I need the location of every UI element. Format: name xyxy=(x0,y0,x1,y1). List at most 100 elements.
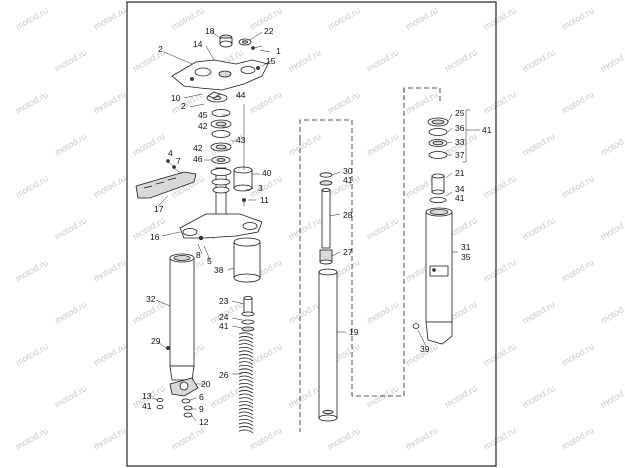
fork-spring xyxy=(238,332,254,434)
callout-33: 33 xyxy=(455,137,465,147)
spring-coil xyxy=(238,346,254,351)
callout-1: 1 xyxy=(276,46,281,56)
callout-2-mid: 2 xyxy=(181,101,186,111)
watermark-text: motod.ru xyxy=(248,89,284,115)
callout-44: 44 xyxy=(236,90,246,100)
watermark-text: motod.ru xyxy=(599,47,625,73)
watermark-text: motod.ru xyxy=(521,131,557,157)
watermark-text: motod.ru xyxy=(482,341,518,367)
spring-coil xyxy=(238,357,254,362)
callout-46: 46 xyxy=(193,154,203,164)
watermark-text: motod.ru xyxy=(53,383,89,409)
top-bolt xyxy=(219,34,233,48)
callout-9: 9 xyxy=(199,404,204,414)
spring-coil xyxy=(238,343,254,347)
callout-41-right: 41 xyxy=(482,125,492,135)
watermark-text: motod.ru xyxy=(287,299,323,325)
callout-40: 40 xyxy=(262,168,272,178)
callout-41-clamp: 41 xyxy=(142,401,152,411)
callout-18: 18 xyxy=(205,26,215,36)
watermark-text: motod.ru xyxy=(482,257,518,283)
callout-14: 14 xyxy=(193,39,203,49)
watermark-text: motod.ru xyxy=(599,383,625,409)
watermark-text: motod.ru xyxy=(560,89,596,115)
watermark-text: motod.ru xyxy=(53,47,89,73)
callout-28: 28 xyxy=(343,210,353,220)
watermark-text: motod.ru xyxy=(287,131,323,157)
watermark-text: motod.ru xyxy=(92,89,128,115)
watermark-text: motod.ru xyxy=(170,425,206,451)
damper-rod xyxy=(319,172,333,265)
spring-coil xyxy=(238,393,254,398)
inner-fork-tube xyxy=(318,268,338,422)
callout-11: 11 xyxy=(260,195,269,205)
callout-41-seal: 41 xyxy=(455,193,465,203)
callout-39: 39 xyxy=(420,344,430,354)
callout-43: 43 xyxy=(236,135,246,145)
watermark-text: motod.ru xyxy=(14,257,50,283)
callout-31: 31 xyxy=(461,242,471,252)
spring-coil xyxy=(238,418,254,423)
spring-coil xyxy=(238,375,254,380)
spring-coil xyxy=(238,411,254,416)
callout-4: 4 xyxy=(168,148,173,158)
right-seal-stack xyxy=(427,117,449,203)
right-fork-slider xyxy=(425,207,453,345)
callout-17: 17 xyxy=(154,204,164,214)
watermark-text: motod.ru xyxy=(443,47,479,73)
spring-coil xyxy=(238,364,254,369)
spring-coil xyxy=(238,397,254,401)
watermark-text: motod.ru xyxy=(248,341,284,367)
callout-19: 19 xyxy=(349,327,359,337)
fork-cover-lower xyxy=(233,237,261,283)
watermark-text: motod.ru xyxy=(482,5,518,31)
watermark-text: motod.ru xyxy=(365,383,401,409)
watermark-text: motod.ru xyxy=(404,425,440,451)
watermark-text: motod.ru xyxy=(53,299,89,325)
steering-stem xyxy=(210,167,232,219)
watermark-text: motod.ru xyxy=(365,215,401,241)
callout-23: 23 xyxy=(219,296,229,306)
watermark-text: motod.ru xyxy=(599,215,625,241)
watermark-text: motod.ru xyxy=(170,5,206,31)
watermark-text: motod.ru xyxy=(599,299,625,325)
spring-coil xyxy=(238,390,254,394)
callout-20: 20 xyxy=(201,379,211,389)
callout-13: 13 xyxy=(142,391,152,401)
callout-3: 3 xyxy=(258,183,263,193)
watermark-text: motod.ru xyxy=(521,47,557,73)
callout-numbers: 18 22 14 2 1 15 10 44 2 45 42 43 42 4 7 … xyxy=(142,26,492,427)
watermark-text: motod.ru xyxy=(482,89,518,115)
watermark-text: motod.ru xyxy=(326,89,362,115)
watermark-text: motod.ru xyxy=(131,215,167,241)
callout-42-b: 42 xyxy=(193,143,203,153)
callout-21: 21 xyxy=(455,168,465,178)
watermark-text: motod.ru xyxy=(53,215,89,241)
lower-triple-clamp xyxy=(179,213,263,241)
watermark-text: motod.ru xyxy=(521,215,557,241)
watermark-text: motod.ru xyxy=(131,131,167,157)
watermark-text: motod.ru xyxy=(482,425,518,451)
callout-32: 32 xyxy=(146,294,156,304)
watermark-text: motod.ru xyxy=(92,173,128,199)
callout-35: 35 xyxy=(461,252,471,262)
spring-coil xyxy=(238,382,254,387)
watermark-text: motod.ru xyxy=(92,341,128,367)
callout-26: 26 xyxy=(219,370,229,380)
watermark-text: motod.ru xyxy=(365,47,401,73)
watermark-text: motod.ru xyxy=(326,5,362,31)
watermark-text: motod.ru xyxy=(14,173,50,199)
watermark-text: motod.ru xyxy=(560,425,596,451)
watermark-text: motod.ru xyxy=(365,299,401,325)
callout-29: 29 xyxy=(151,336,161,346)
watermark-text: motod.ru xyxy=(521,299,557,325)
left-fork-slider xyxy=(166,253,195,381)
watermark-text: motod.ru xyxy=(92,257,128,283)
callout-41-rod: 41 xyxy=(343,175,353,185)
callout-22: 22 xyxy=(264,26,274,36)
callout-27: 27 xyxy=(343,247,353,257)
upper-triple-clamp xyxy=(171,59,269,91)
callout-5: 5 xyxy=(207,256,212,266)
watermark-text: motod.ru xyxy=(92,425,128,451)
